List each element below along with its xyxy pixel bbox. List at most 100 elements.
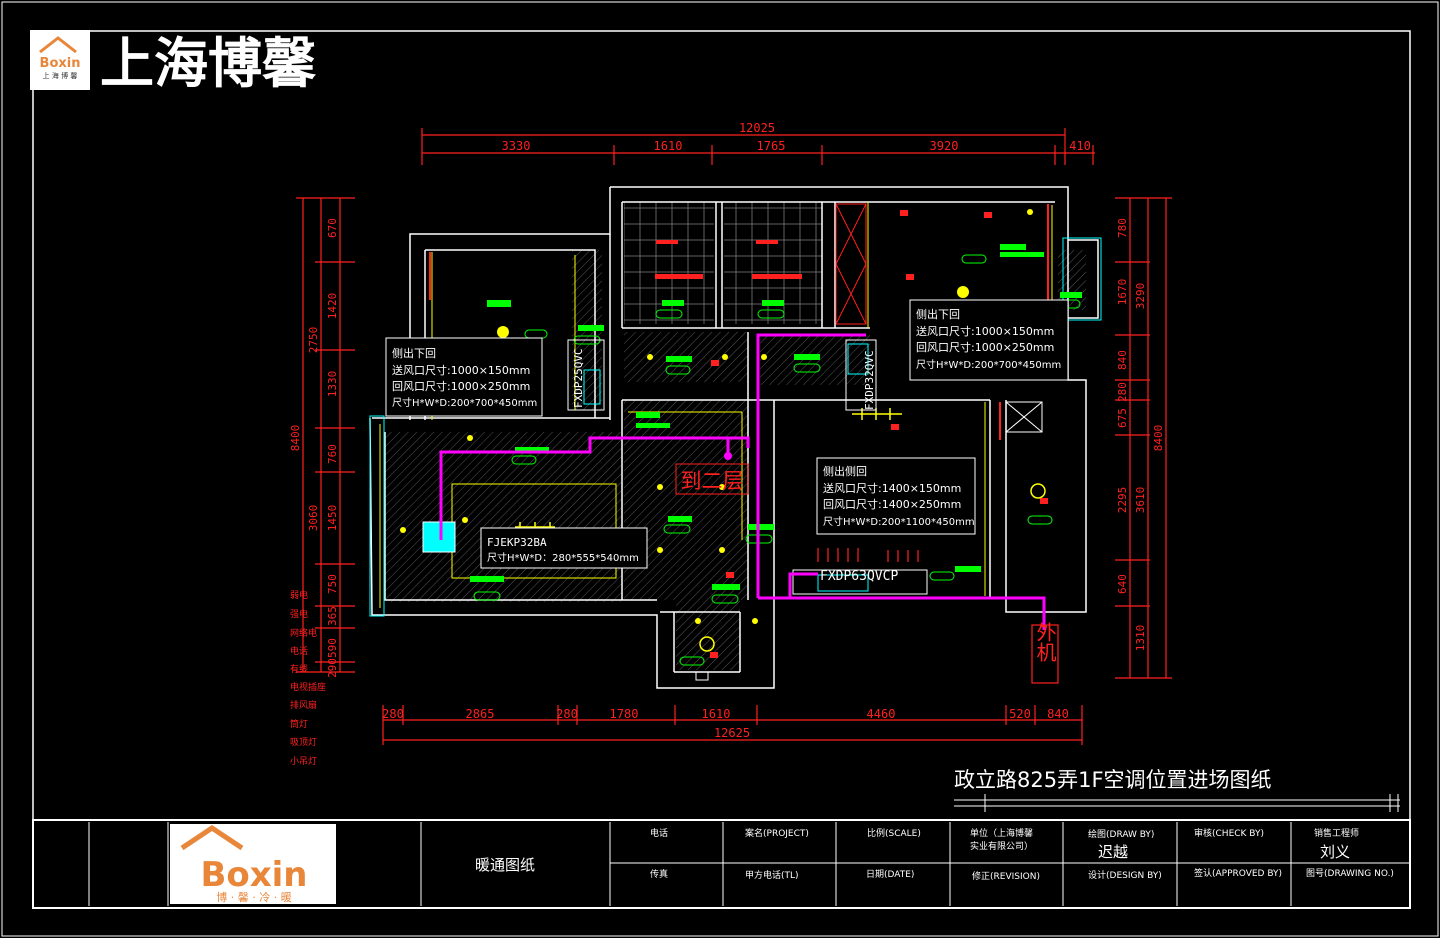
outdoor-unit-label: 外机 bbox=[1033, 622, 1057, 662]
tb-r1-2-label: 比例(SCALE) bbox=[867, 827, 921, 839]
note-center-line-0: 侧出侧回 bbox=[823, 464, 867, 478]
note-living-line-1: 尺寸H*W*D：280*555*540mm bbox=[487, 551, 639, 564]
refrigerant-pipes bbox=[439, 333, 1046, 630]
note-right: 侧出下回 送风口尺寸:1000×150mm 回风口尺寸:1000×250mm 尺… bbox=[909, 299, 1069, 381]
note-right-line-1: 送风口尺寸:1000×150mm bbox=[916, 324, 1054, 338]
drawing-name: 暖通图纸 bbox=[475, 856, 535, 874]
note-center: 侧出侧回 送风口尺寸:1400×150mm 回风口尺寸:1400×250mm 尺… bbox=[816, 457, 976, 535]
left-dimension-labels: 8400 2750 3060 670 1420 1330 760 1450 75… bbox=[289, 218, 339, 678]
title-block-logo-tagline: 博 · 馨 · 冷 · 暖 bbox=[216, 890, 291, 904]
unit-left-body bbox=[567, 339, 605, 411]
hatch-living bbox=[385, 432, 621, 602]
legend-item-5: 电视插座 bbox=[290, 681, 326, 693]
dim-left-inner-6: 365 bbox=[326, 606, 339, 626]
dim-right-outer: 8400 bbox=[1152, 425, 1165, 452]
right-unit-model: FXDP32QVC bbox=[863, 350, 876, 410]
drawing-title: 政立路825弄1F空调位置进场图纸 bbox=[954, 768, 1272, 792]
legend-item-9: 小吊灯 bbox=[290, 756, 317, 767]
title-block: Boxin 博 · 馨 · 冷 · 暖 暖通图纸 电话 案名(PROJECT) … bbox=[32, 819, 1411, 909]
hatch-hall bbox=[624, 400, 748, 600]
note-left-line-0: 侧出下回 bbox=[392, 346, 436, 360]
legend-item-8: 吸顶灯 bbox=[290, 737, 317, 748]
dim-left-inner-8: 290 bbox=[326, 658, 339, 678]
dim-top-2: 1765 bbox=[757, 139, 786, 153]
note-center-line-1: 送风口尺寸:1400×150mm bbox=[823, 481, 961, 495]
dim-left-outer: 8400 bbox=[289, 425, 302, 452]
dim-left-inner-7: 590 bbox=[326, 638, 339, 658]
hatch-lower bbox=[676, 600, 740, 670]
unit-center-panel bbox=[817, 574, 869, 592]
dim-bottom-1: 2865 bbox=[466, 707, 495, 721]
to-second-floor-label: 到二层 bbox=[681, 469, 744, 493]
dim-left-inner-4: 1450 bbox=[326, 505, 339, 532]
bottom-dimension-labels: 280 2865 280 1780 1610 4460 520 840 1262… bbox=[382, 707, 1069, 740]
header-logo: Boxin 上 海 博 馨 bbox=[30, 30, 90, 90]
tb-r2-0-label: 传真 bbox=[650, 868, 668, 880]
title-underline bbox=[954, 794, 1400, 812]
top-dimensions bbox=[421, 128, 1095, 165]
tb-r2-2-label: 日期(DATE) bbox=[866, 869, 914, 880]
note-center-line-2: 回风口尺寸:1400×250mm bbox=[823, 497, 961, 511]
legend-item-6: 排风扇 bbox=[290, 699, 317, 711]
title-block-logo-wordmark: Boxin bbox=[200, 855, 307, 895]
legend-item-4: 有线 bbox=[290, 663, 308, 675]
tb-r1-1-label: 案名(PROJECT) bbox=[745, 827, 809, 839]
to-second-floor-box bbox=[675, 463, 749, 495]
tb-r1-6-label: 销售工程师 bbox=[1314, 827, 1359, 839]
dim-top-total: 12025 bbox=[739, 121, 775, 135]
legend-item-1: 强电 bbox=[290, 608, 308, 620]
left-unit-model: FXDP25QVC bbox=[572, 348, 585, 408]
outdoor-fixture bbox=[695, 671, 709, 681]
logo-small-text: 上 海 博 馨 bbox=[43, 71, 78, 80]
tb-r1-3-label: 单位（上海博馨实业有限公司） bbox=[970, 827, 1033, 852]
note-living-line-0: FJEKP32BA bbox=[487, 536, 547, 549]
dim-right-mid-0: 3290 bbox=[1134, 283, 1147, 310]
legend-item-3: 电话 bbox=[290, 645, 308, 657]
legend-item-7: 筒灯 bbox=[290, 718, 308, 730]
note-right-line-2: 回风口尺寸:1000×250mm bbox=[916, 340, 1054, 354]
top-dimension-labels: 12025 3330 1610 1765 3920 410 bbox=[502, 121, 1091, 153]
unit-right-panel bbox=[847, 343, 869, 375]
bottom-dimensions bbox=[382, 705, 1083, 745]
unit-center-body bbox=[792, 569, 928, 595]
dim-right-inner-4: 675 bbox=[1116, 408, 1129, 428]
dim-left-mid-1: 3060 bbox=[307, 505, 320, 532]
note-left-line-1: 送风口尺寸:1000×150mm bbox=[392, 363, 530, 377]
left-dimensions bbox=[296, 197, 355, 673]
tb-r1-4-label: 绘图(DRAW BY) bbox=[1088, 828, 1154, 840]
tb-r2-4-label: 设计(DESIGN BY) bbox=[1088, 869, 1162, 881]
unit-living bbox=[422, 521, 456, 553]
dim-bottom-2: 280 bbox=[556, 707, 578, 721]
dim-bottom-4: 1610 bbox=[702, 707, 731, 721]
logo-wordmark: Boxin bbox=[40, 56, 81, 71]
legend-item-0: 弱电 bbox=[290, 589, 308, 601]
dim-right-inner-0: 780 bbox=[1116, 218, 1129, 238]
dim-left-inner-0: 670 bbox=[326, 218, 339, 238]
dim-bottom-7: 840 bbox=[1047, 707, 1069, 721]
legend: 弱电 强电 网络电 电话 有线 电视插座 排风扇 筒灯 吸顶灯 小吊灯 bbox=[290, 589, 326, 767]
dim-top-3: 3920 bbox=[930, 139, 959, 153]
ac-units bbox=[422, 339, 928, 595]
company-name: 上海博馨 bbox=[100, 32, 317, 95]
dim-right-inner-2: 840 bbox=[1116, 350, 1129, 370]
dim-top-0: 3330 bbox=[502, 139, 531, 153]
tb-r2-6-label: 图号(DRAWING NO.) bbox=[1306, 868, 1394, 879]
dim-bottom-0: 280 bbox=[382, 707, 404, 721]
note-right-line-3: 尺寸H*W*D:200*700*450mm bbox=[916, 358, 1061, 371]
tb-r1-0-label: 电话 bbox=[650, 827, 668, 839]
legend-item-2: 网络电 bbox=[290, 627, 317, 639]
center-unit-model: FXDP63QVCP bbox=[820, 569, 898, 584]
dim-bottom-total: 12625 bbox=[714, 726, 750, 740]
pipe-riser bbox=[724, 452, 732, 460]
dim-top-1: 1610 bbox=[654, 139, 683, 153]
note-left-line-3: 尺寸H*W*D:200*700*450mm bbox=[392, 396, 537, 409]
dim-right-inner-1: 1670 bbox=[1116, 279, 1129, 306]
dim-top-4: 410 bbox=[1069, 139, 1091, 153]
dim-bottom-3: 1780 bbox=[610, 707, 639, 721]
right-dimension-labels: 8400 3290 3610 780 1670 840 280 675 2295… bbox=[1116, 218, 1165, 651]
dim-right-inner-3: 280 bbox=[1116, 382, 1129, 402]
tb-draw-by-value: 迟越 bbox=[1098, 843, 1128, 861]
dim-left-inner-1: 1420 bbox=[326, 293, 339, 320]
